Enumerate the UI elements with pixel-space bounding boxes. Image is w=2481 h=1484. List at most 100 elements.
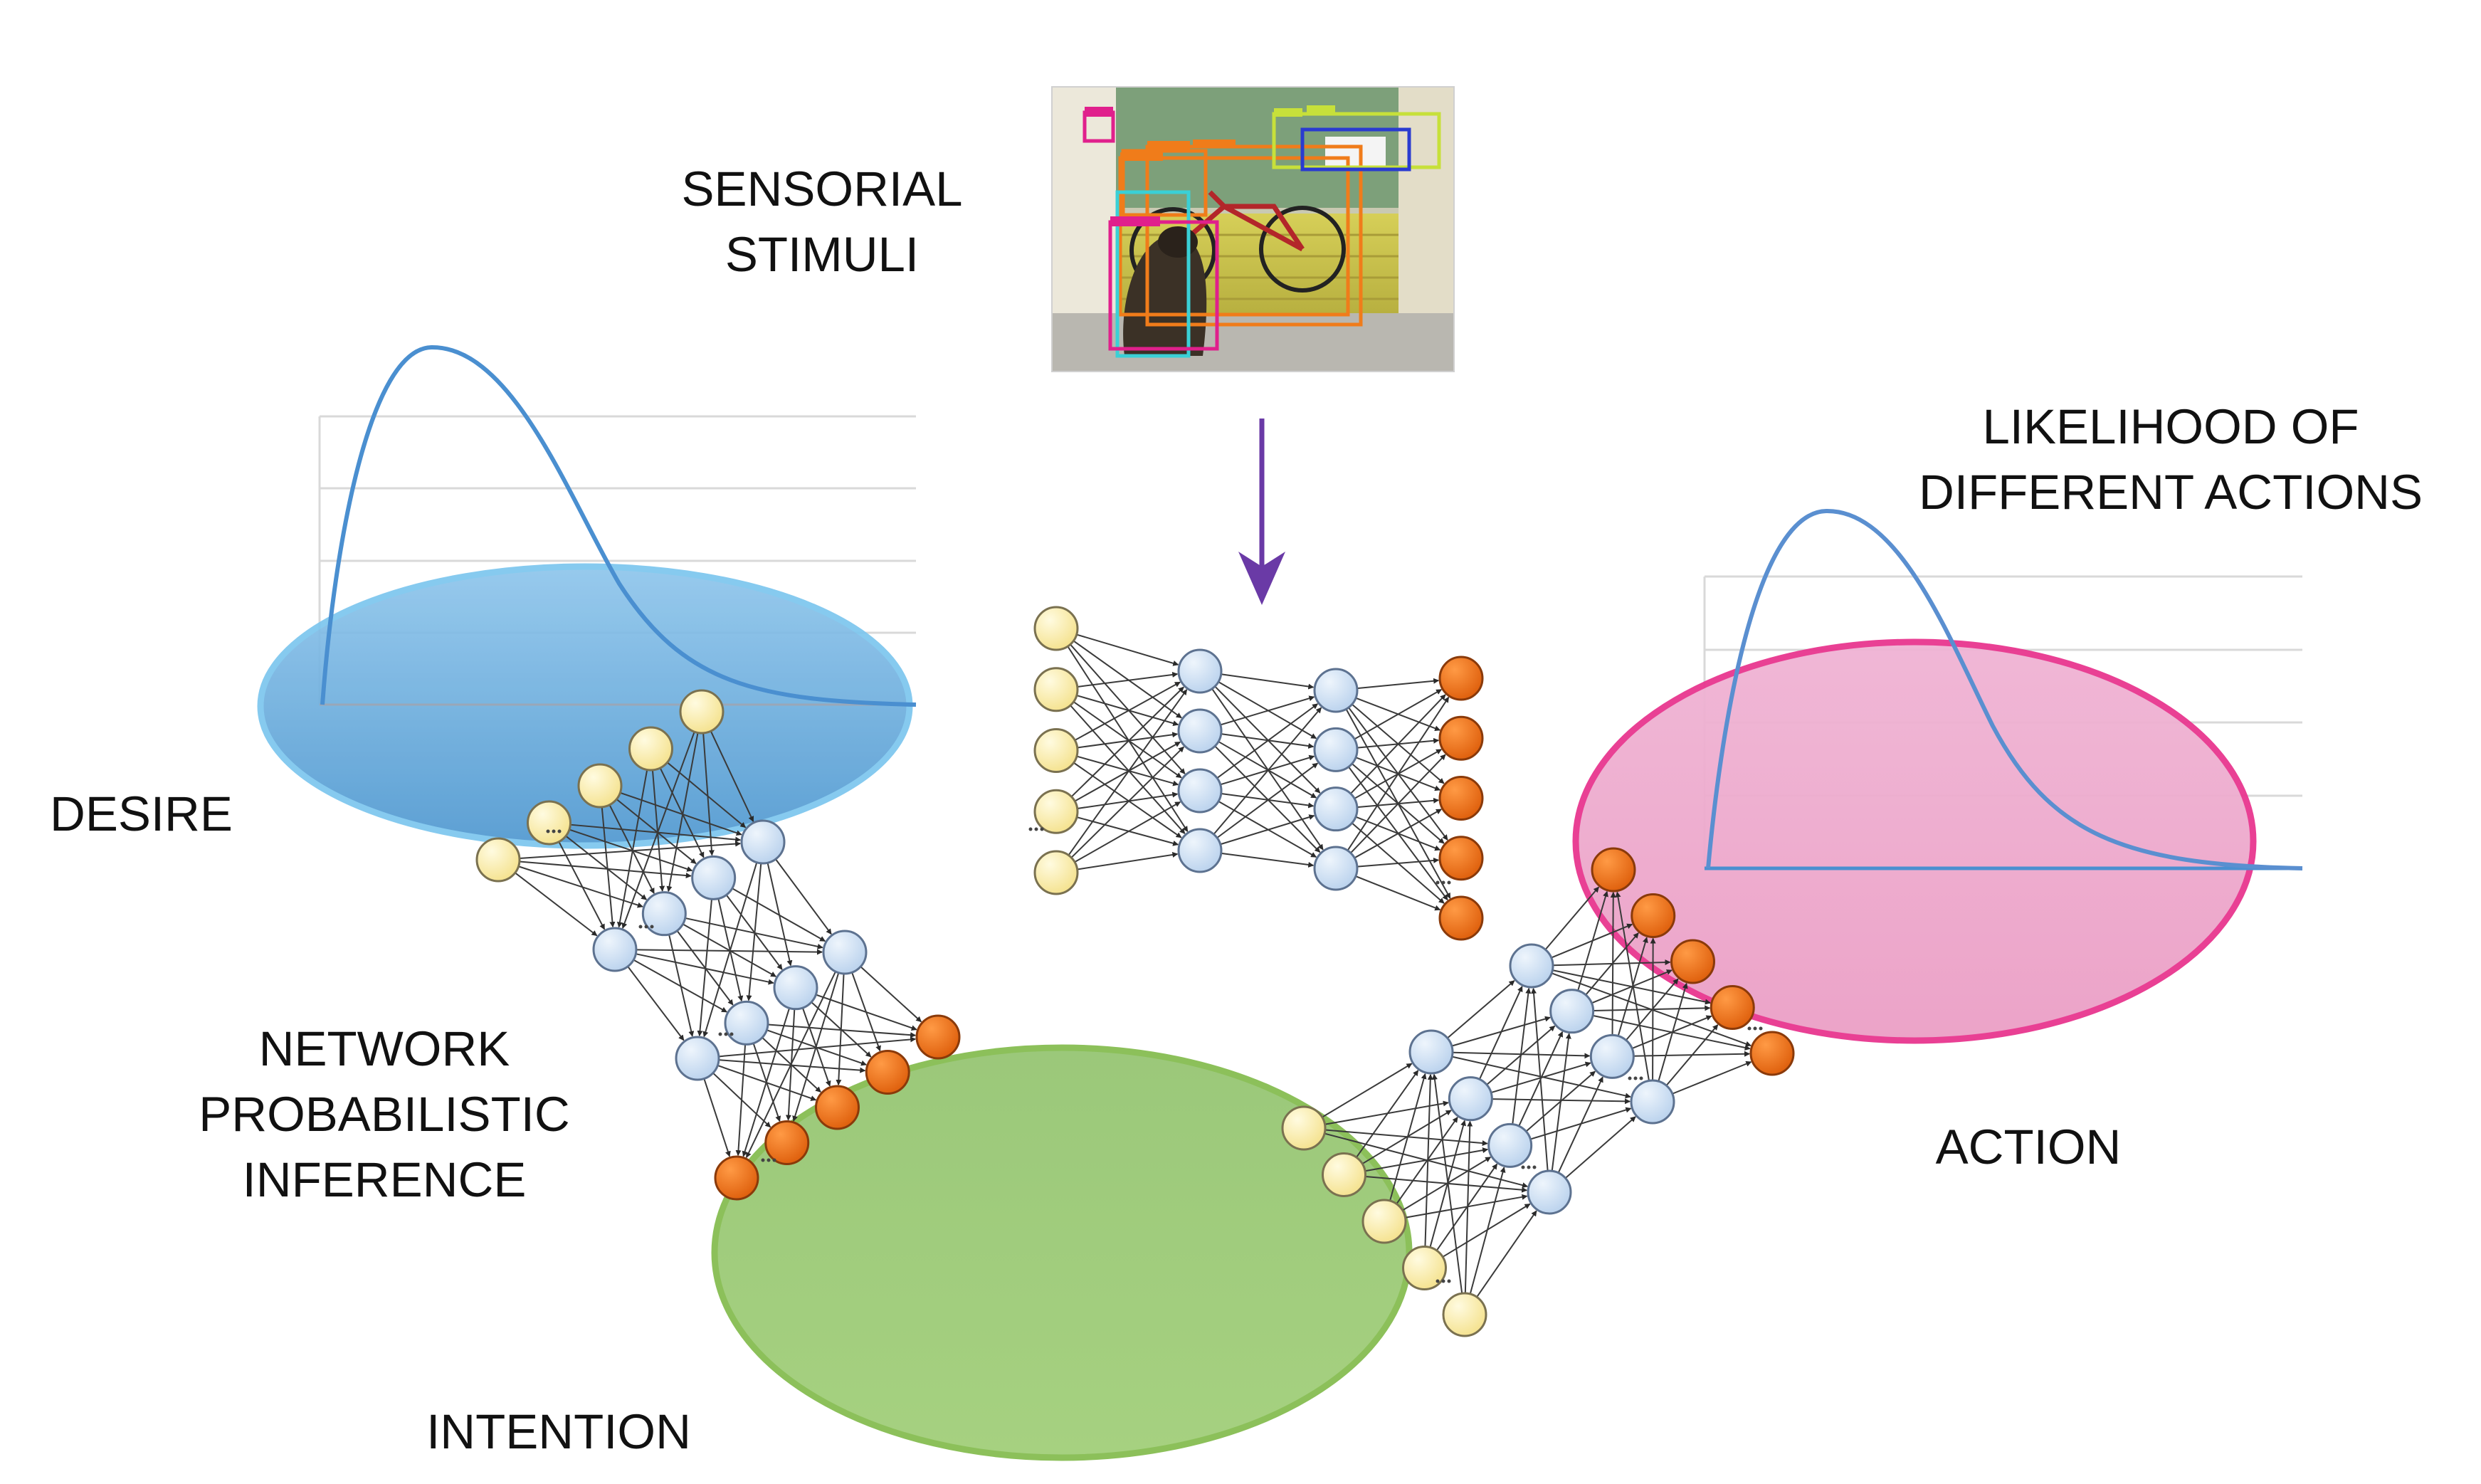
ellipsis-dot [650, 925, 654, 929]
output-node [1438, 715, 1484, 761]
output-node [1438, 656, 1484, 701]
connection-line [1324, 1100, 1449, 1125]
input-node [1033, 667, 1079, 712]
connection-line [1354, 688, 1443, 740]
output-node [1631, 893, 1676, 938]
connection-line [1076, 755, 1179, 786]
ellipsis-dot [1447, 1279, 1451, 1283]
neural-networks [475, 606, 1795, 1337]
network-line-2: PROBABILISTIC [199, 1087, 570, 1142]
input-node [1402, 1246, 1447, 1290]
connection-line [1221, 673, 1315, 690]
connection-line [745, 971, 836, 1159]
hidden-node [1177, 828, 1223, 873]
ellipsis-dot [729, 1032, 734, 1036]
hidden-node [691, 855, 737, 900]
connection-line [1073, 701, 1182, 779]
input-node [679, 689, 725, 735]
connection-line [1220, 814, 1315, 846]
hidden-node [1630, 1079, 1675, 1125]
hidden-node [675, 1036, 720, 1081]
hidden-node [724, 1000, 769, 1046]
connection-line [1220, 695, 1315, 726]
ellipsis-dot [638, 925, 643, 929]
connection-line [1218, 801, 1317, 858]
ellipsis-dot [1028, 827, 1033, 831]
input-node [577, 763, 623, 809]
desire-label: DESIRE [50, 786, 233, 841]
connection-line [1354, 809, 1442, 859]
input-node [1361, 1199, 1407, 1244]
connection-line [601, 806, 616, 928]
input-node [475, 837, 521, 883]
connection-line [1525, 1070, 1596, 1132]
connection-line [1068, 689, 1188, 856]
hidden-node [1313, 668, 1359, 713]
network-line-3: INFERENCE [242, 1152, 527, 1207]
connection-line [515, 872, 598, 937]
connection-line [1073, 640, 1182, 719]
connection-line [620, 791, 742, 836]
connection-line [666, 762, 747, 828]
action-ellipse [1572, 638, 2257, 1044]
connection-line [1077, 851, 1179, 870]
likelihood-line-2: DIFFERENT ACTIONS [1919, 465, 2423, 520]
input-node [628, 726, 673, 772]
connection-line [570, 823, 742, 843]
connection-line [703, 1078, 731, 1157]
connection-line [860, 966, 922, 1023]
likelihood-label: LIKELIHOOD OF DIFFERENT ACTIONS [1879, 394, 2462, 525]
network-line-1: NETWORK [258, 1021, 510, 1076]
hidden-node [822, 930, 868, 975]
hidden-node [773, 965, 818, 1011]
output-node [815, 1085, 860, 1130]
hidden-node [1509, 943, 1554, 989]
ellipsis-dot [1628, 1076, 1632, 1080]
detection-photo-icon [1051, 86, 1455, 372]
left-network [475, 689, 961, 1201]
connection-line [519, 841, 742, 859]
ellipsis-dot [1753, 1026, 1757, 1031]
connection-line [1518, 1031, 1564, 1127]
hidden-node [1313, 786, 1359, 832]
connection-line [1355, 875, 1441, 911]
connection-line [1672, 1061, 1752, 1095]
ellipsis-dot [1441, 880, 1445, 885]
desire-ellipse [257, 563, 913, 849]
desire-curve [320, 344, 917, 707]
hidden-node [641, 891, 687, 937]
hidden-node [1549, 989, 1595, 1034]
connection-line [1490, 1061, 1591, 1094]
connection-line [735, 1044, 747, 1157]
connection-line [1213, 707, 1322, 835]
connection-line [1552, 959, 1671, 967]
connection-line [616, 769, 648, 928]
output-node [764, 1120, 810, 1165]
connection-line [1476, 1210, 1537, 1298]
connection-line [1070, 746, 1184, 858]
connection-line [1221, 852, 1315, 868]
connection-line [1357, 678, 1440, 690]
connection-line [1530, 1107, 1632, 1140]
hidden-node [1177, 768, 1223, 814]
connection-line [558, 841, 606, 930]
connection-line [1486, 1025, 1556, 1085]
connection-line [792, 972, 840, 1122]
ellipsis-dot [1532, 1165, 1537, 1169]
hidden-node [1487, 1122, 1533, 1168]
connection-line [1552, 969, 1711, 1005]
ellipsis-dot [1747, 1026, 1752, 1031]
connection-line [621, 731, 695, 929]
input-node [1033, 728, 1079, 773]
output-node [1710, 985, 1755, 1030]
connection-line [627, 966, 685, 1041]
connection-line [1073, 762, 1182, 838]
hidden-node [1589, 1033, 1635, 1079]
ellipsis-dot [761, 1158, 765, 1162]
connection-line [518, 865, 643, 908]
connection-line [1070, 643, 1186, 774]
ellipsis-dot [1436, 880, 1440, 885]
connection-line [1076, 695, 1179, 727]
connection-line [742, 1008, 791, 1157]
